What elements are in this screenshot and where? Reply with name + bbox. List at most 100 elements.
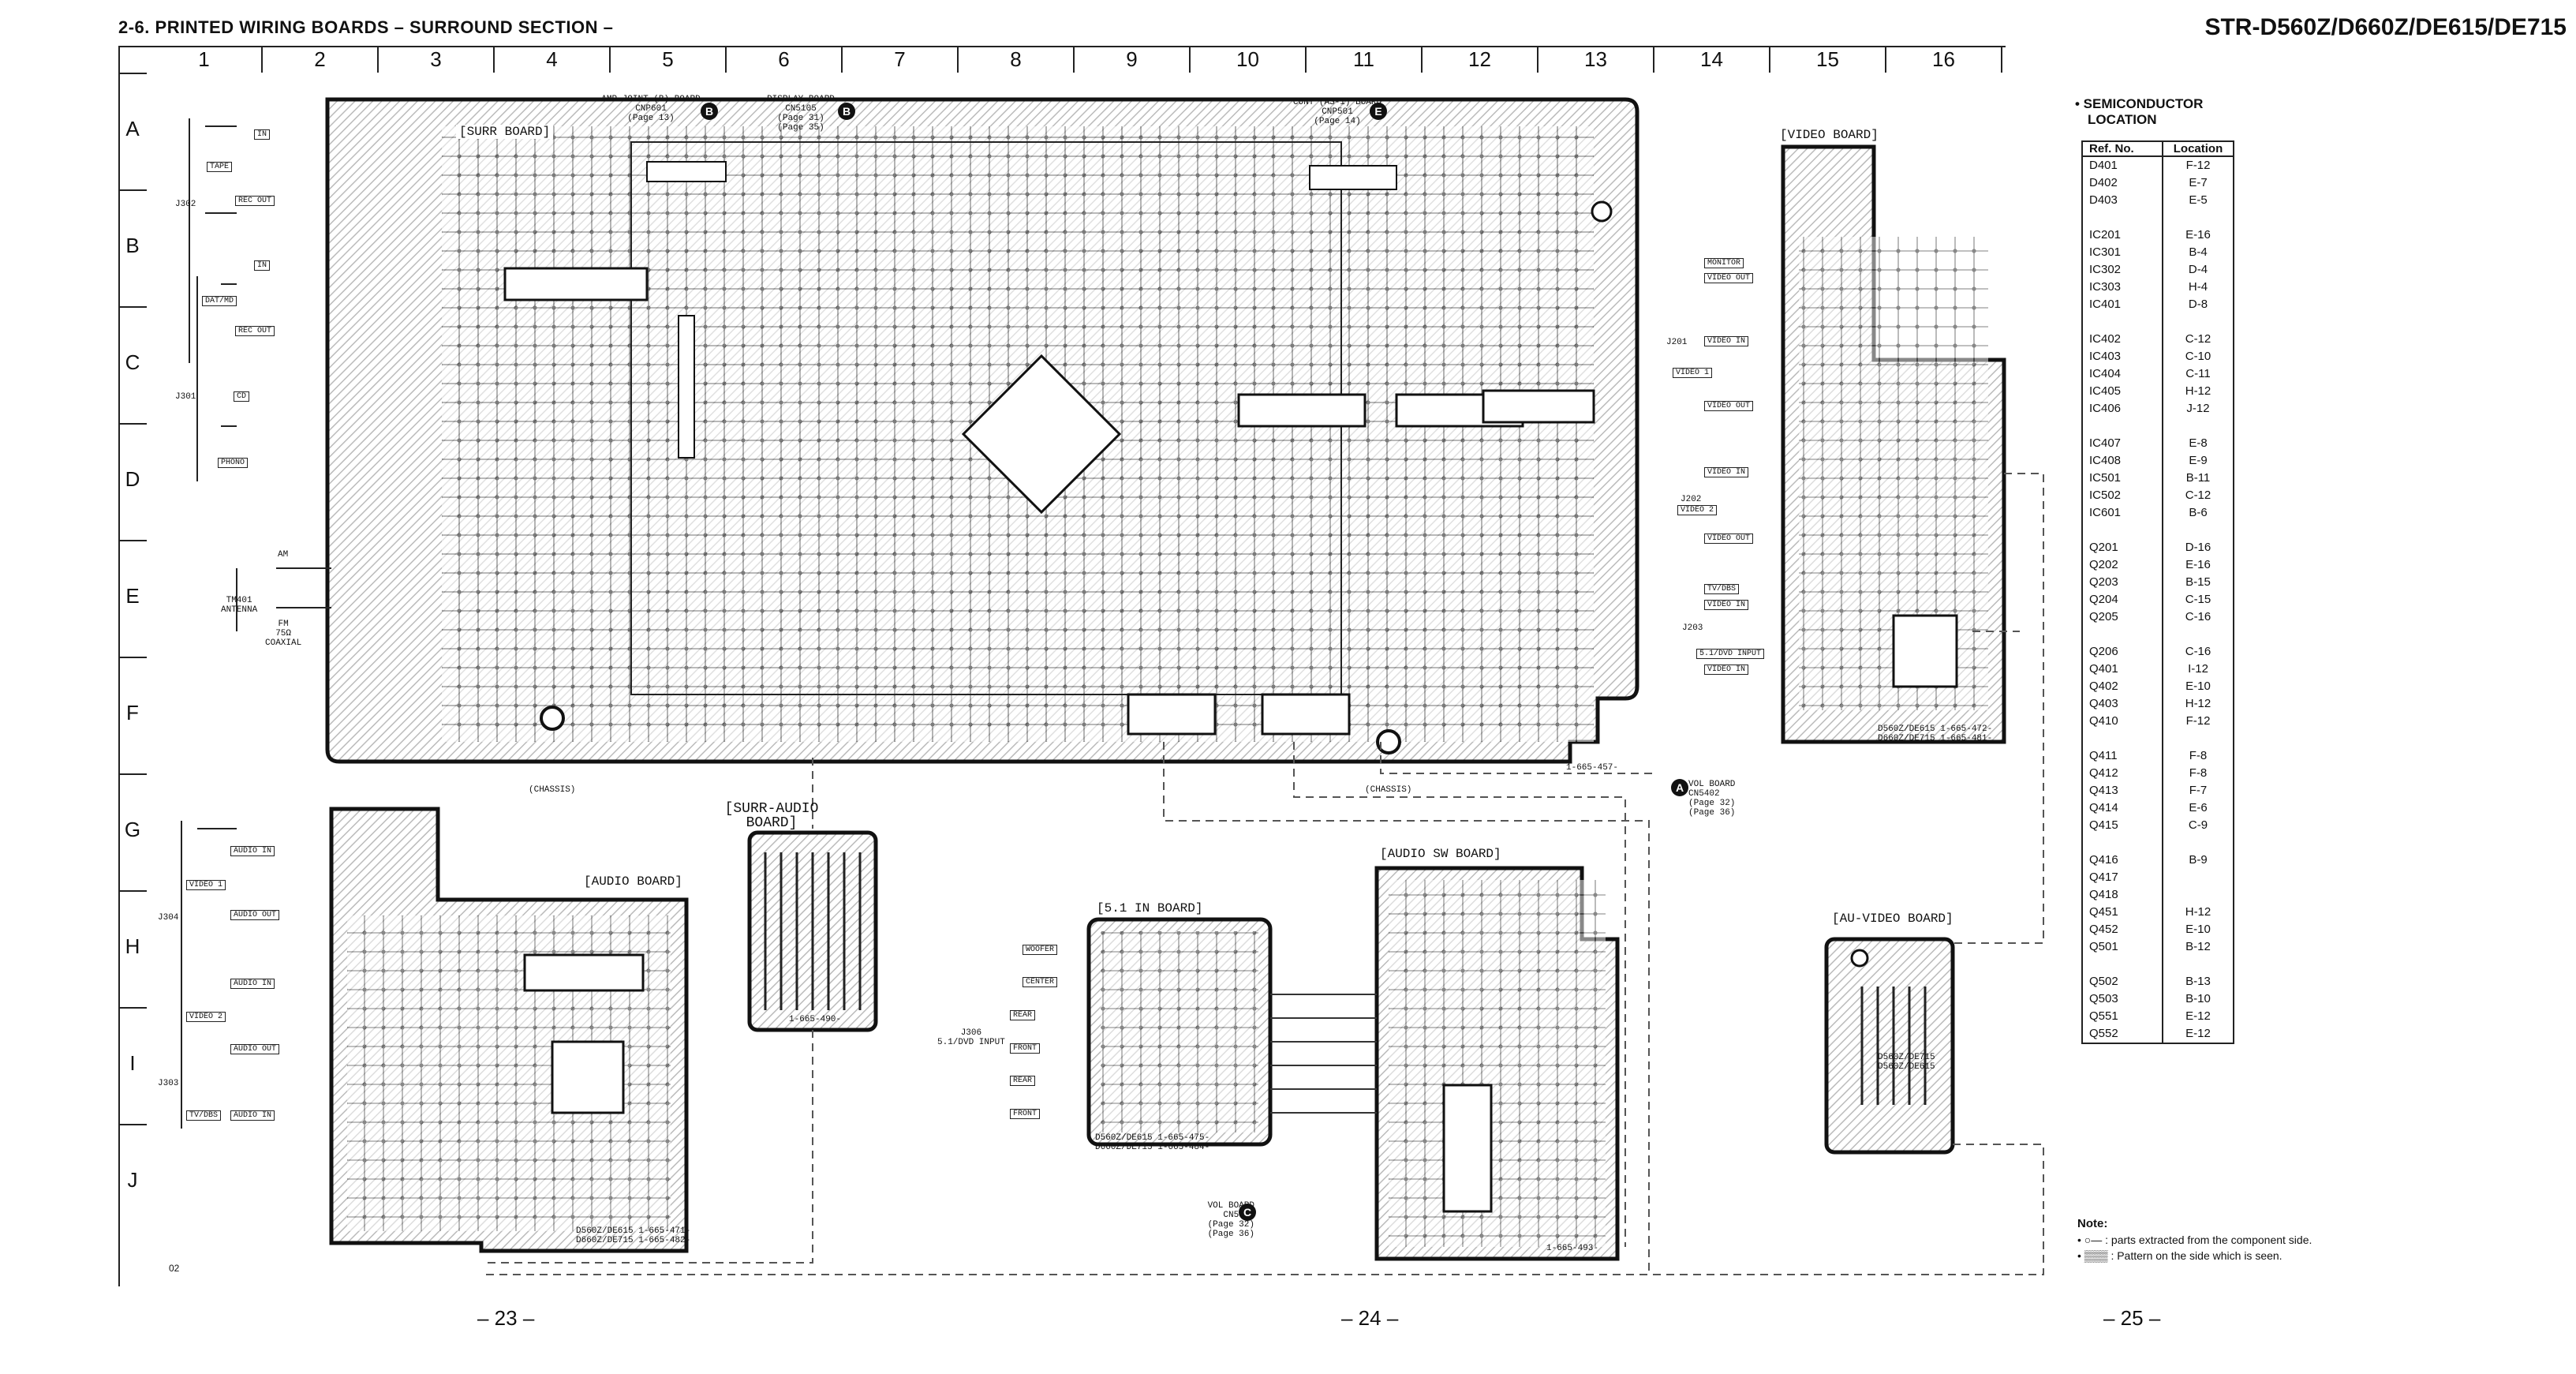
amp-joint-connector-label: AMP JOINT (B) BOARD CNP601 (Page 13) <box>601 95 701 123</box>
grid-column-11: 11 <box>1307 47 1423 73</box>
grid-row-A: A <box>125 117 140 140</box>
location-cell: B-4 <box>2189 245 2208 259</box>
table-row: IC404 C-11 <box>2083 365 2233 383</box>
location-cell <box>2163 886 2233 904</box>
ref-no-cell: Q451 <box>2083 904 2163 921</box>
ref-no-cell: Q203 <box>2083 574 2163 591</box>
ref-no-cell: Q204 <box>2083 591 2163 608</box>
table-group-gap <box>2083 417 2233 435</box>
jack-j301: J301 <box>175 392 196 402</box>
table-header: Ref. No. Location <box>2083 142 2233 157</box>
location-cell: H-12 <box>2185 384 2211 398</box>
grid-row-divider <box>118 657 147 658</box>
jack-audio-out-2: AUDIO OUT <box>230 1044 280 1054</box>
ref-no-cell: Q202 <box>2083 556 2163 574</box>
grid-row-J: J <box>127 1168 138 1192</box>
jack-in-1: IN <box>254 129 271 140</box>
cont-connector-label: CONT (AS-1) BOARD CNP501 (Page 14) <box>1292 98 1382 126</box>
jack-video1-tag: VIDEO 1 <box>1673 368 1713 378</box>
location-cell: F-7 <box>2189 784 2208 797</box>
marker-e: E <box>1370 103 1387 120</box>
jack-video-in-1: VIDEO IN <box>1704 336 1749 346</box>
grid-row-G: G <box>124 818 141 841</box>
location-cell: C-11 <box>2185 367 2211 380</box>
location-cell: B-9 <box>2189 853 2208 867</box>
grid-column-15: 15 <box>1770 47 1886 73</box>
in51-board-label: [5.1 IN BOARD] <box>1094 901 1206 915</box>
ref-no-cell: Q501 <box>2083 938 2163 956</box>
grid-row-D: D <box>125 467 140 491</box>
ref-no-cell: Q418 <box>2083 886 2163 904</box>
ref-no-cell: Q502 <box>2083 973 2163 990</box>
ref-no-cell: IC303 <box>2083 279 2163 296</box>
location-cell: D-8 <box>2188 298 2208 311</box>
ref-no-cell: Q503 <box>2083 990 2163 1008</box>
location-cell: E-10 <box>2185 680 2211 693</box>
jack-j304: J304 <box>158 913 179 923</box>
model-number: STR-D560Z/D660Z/DE615/DE715 <box>2204 14 2567 40</box>
marker-b-2: B <box>838 103 855 120</box>
jack-phono: PHONO <box>218 458 249 468</box>
location-cell: E-8 <box>2189 436 2208 450</box>
grid-column-13: 13 <box>1538 47 1654 73</box>
jack-j302: J302 <box>175 200 196 209</box>
audio-sw-board-label: [AUDIO SW BOARD] <box>1377 847 1505 861</box>
table-row: Q417 <box>2083 869 2233 886</box>
jack-j201: J201 <box>1666 338 1688 347</box>
ref-no-cell: Q201 <box>2083 539 2163 556</box>
location-cell: B-6 <box>2189 506 2208 519</box>
surr-audio-board-label: [SURR-AUDIO BOARD] <box>724 802 819 830</box>
grid-column-4: 4 <box>495 47 611 73</box>
grid-frame <box>118 46 2006 1286</box>
note-line-2: • ▒▒▒ : Pattern on the side which is see… <box>2077 1249 2283 1262</box>
jack-rear-2: REAR <box>1010 1076 1036 1086</box>
jack-fm: FM 75Ω COAXIAL <box>265 620 302 648</box>
ref-no-cell: IC408 <box>2083 452 2163 470</box>
in51-part-number: D560Z/DE615 1-665-475- D660Z/DE715 1-665… <box>1095 1133 1210 1152</box>
jack-rec-out-1: REC OUT <box>235 196 275 206</box>
grid-row-divider <box>118 73 147 74</box>
location-cell: B-13 <box>2185 975 2211 988</box>
table-header-location: Location <box>2173 142 2223 155</box>
grid-row-divider <box>118 306 147 308</box>
ref-no-cell: Q452 <box>2083 921 2163 938</box>
ref-no-cell: Q412 <box>2083 765 2163 782</box>
jack-rear-1: REAR <box>1010 1010 1036 1020</box>
footer-code: 02 <box>169 1263 180 1274</box>
ref-no-cell: IC302 <box>2083 261 2163 279</box>
grid-row-divider <box>118 890 147 892</box>
jack-center: CENTER <box>1023 977 1058 987</box>
grid-column-9: 9 <box>1075 47 1191 73</box>
surr-part-number: 1-665-457- <box>1566 763 1619 773</box>
jack-j306: J306 5.1/DVD INPUT <box>937 1028 1005 1047</box>
grid-row-divider <box>118 540 147 541</box>
location-cell: C-16 <box>2185 645 2211 658</box>
jack-video2-tag: VIDEO 2 <box>1677 505 1718 515</box>
ref-no-cell: Q413 <box>2083 782 2163 799</box>
jack-j303: J303 <box>158 1079 179 1088</box>
page-number-23: – 23 – <box>477 1306 535 1330</box>
ref-no-cell: IC404 <box>2083 365 2163 383</box>
location-cell: E-5 <box>2189 193 2208 207</box>
jack-tv-dbs: TV/DBS <box>186 1110 222 1121</box>
location-cell: E-7 <box>2189 176 2208 189</box>
grid-column-16: 16 <box>1886 47 2002 73</box>
ref-no-cell: D401 <box>2083 157 2163 174</box>
location-cell <box>2163 869 2233 886</box>
